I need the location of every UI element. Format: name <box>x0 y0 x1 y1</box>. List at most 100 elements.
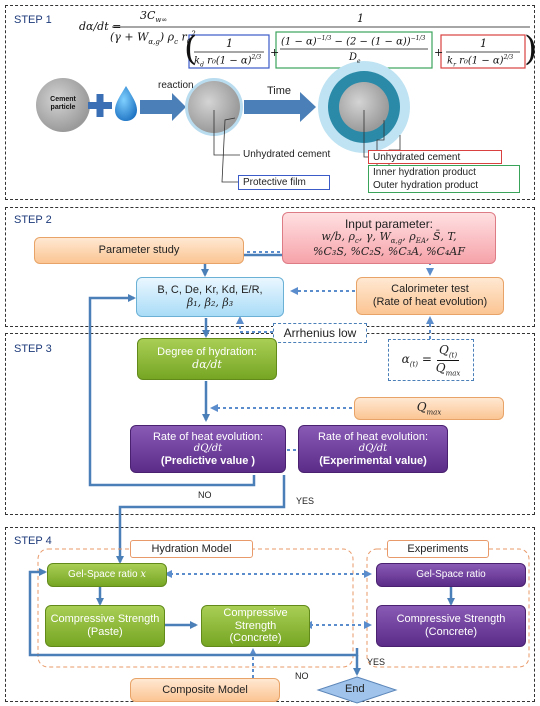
term3-den-k: k <box>447 55 454 67</box>
alpha-lhs-text: α <box>401 351 410 366</box>
input-parameter-box: Input parameter: w/b, ρc, γ, Wα,g, ρEA, … <box>282 212 496 264</box>
params-line2: β₁, β₂, β₃ <box>186 296 234 309</box>
gel-space-model-label: Gel-Space ratio <box>68 569 138 581</box>
hydration-model-label-box: Hydration Model <box>130 540 253 558</box>
step4-no-label: NO <box>295 671 309 681</box>
compressive-concrete-box: Compressive Strength (Concrete) <box>201 605 310 647</box>
arrhenius-label: Arrhenius low <box>283 326 357 340</box>
time-label: Time <box>267 85 292 97</box>
exp-line1: Rate of heat evolution: <box>317 430 429 443</box>
params-line1: B, C, De, Kr, Kd, E/R, <box>157 284 263 297</box>
end-label: End <box>345 683 365 695</box>
term3-den-rest: r₀(1 − α) <box>455 55 504 67</box>
inner-product-label: Inner hydration product <box>373 167 476 178</box>
step3-label: STEP 3 <box>14 343 52 355</box>
rate-experimental-box: Rate of heat evolution: dQ/dt (Experimen… <box>298 425 448 473</box>
exp-line3: (Experimental value) <box>319 454 427 467</box>
eq-num: 3Cw∞ <box>140 9 167 24</box>
experiments-label-box: Experiments <box>387 540 489 558</box>
time-arrow <box>244 92 316 122</box>
eq-den-b: ) ρ <box>159 30 175 44</box>
paste-line2: (Paste) <box>87 626 123 638</box>
parameter-study-label: Parameter study <box>98 244 180 257</box>
exp-concrete-line1: Compressive Strength <box>396 613 506 626</box>
step1-frame <box>5 5 535 200</box>
unhydrated-cement-right-box: Unhydrated cement <box>368 150 502 164</box>
eq-num-text: 3C <box>140 9 156 22</box>
eq-lhs: dα/dt = <box>79 20 122 33</box>
step4-yes-label: YES <box>367 657 386 667</box>
eq-den-c: r <box>178 30 187 44</box>
alpha-formula-box: α(t) = Q(t) Qmax <box>388 339 474 381</box>
input-title: Input parameter: <box>344 216 434 231</box>
alpha-lhs: α(t) = <box>401 351 436 369</box>
cement-particle-circle <box>36 78 90 132</box>
compressive-paste-box: Compressive Strength (Paste) <box>45 605 165 647</box>
step3-no-label: NO <box>198 490 212 500</box>
unhydrated-cement-right-label: Unhydrated cement <box>373 151 461 163</box>
gel-space-exp-label: Gel-Space ratio <box>416 569 486 581</box>
term1-den-k: k <box>194 55 201 67</box>
calorimeter-line2: (Rate of heat evolution) <box>372 296 488 308</box>
pred-line3: (Predictive value ) <box>160 454 256 467</box>
pred-line1: Rate of heat evolution: <box>152 430 264 443</box>
step1-label: STEP 1 <box>14 14 52 26</box>
reaction-arrow <box>140 93 186 121</box>
eq-den: (γ + Wα,g) ρc r02 <box>110 30 196 46</box>
term3-box <box>440 34 526 69</box>
pred-line2: dQ/dt <box>193 443 223 455</box>
dot-arrhenius <box>236 316 273 333</box>
alpha-num: Q(t) <box>436 343 460 361</box>
concrete-line1: Compressive Strength <box>223 607 288 632</box>
arrow-no-loop-step4 <box>28 568 359 657</box>
degree-line2: dα/dt <box>192 358 222 371</box>
gel-space-model-var: x <box>140 569 146 581</box>
alpha-den-text: Q <box>435 360 446 375</box>
calorimeter-line1: Calorimeter test <box>391 283 469 296</box>
step3-frame <box>5 333 535 515</box>
gel-space-model-box: Gel-Space ratio x <box>47 563 167 587</box>
paren-close: ) <box>524 29 537 69</box>
term2-num-a: (1 − α) <box>281 36 317 48</box>
plus-v <box>96 94 104 117</box>
term2-den-d: D <box>349 52 358 63</box>
qmax-text: Q <box>416 399 427 414</box>
protective-film-box: Protective film <box>238 175 330 190</box>
input-line2: %C₃S, %C₂S, %C₃A, %C₄AF <box>313 244 465 258</box>
qmax-label: Qmax <box>416 399 442 417</box>
eq-one-main: 1 <box>357 12 364 25</box>
input-line1-text: w/b, ρ <box>321 230 355 244</box>
protective-film-label: Protective film <box>243 177 306 188</box>
parameter-study-box: Parameter study <box>34 237 244 264</box>
step4-label: STEP 4 <box>14 535 52 547</box>
leader-protective-film <box>221 117 240 183</box>
unhydrated-cement-left-label: Unhydrated cement <box>243 149 331 160</box>
alpha-num-text: Q <box>438 343 449 358</box>
term2-num: (1 − α)−1/3 − (2 − (1 − α))−1/3 <box>281 35 426 48</box>
step2-label: STEP 2 <box>14 214 52 226</box>
term2-num-b: − (2 − (1 − α)) <box>331 36 411 48</box>
plus-2: + <box>434 46 443 59</box>
arrhenius-box: Arrhenius low <box>273 323 367 343</box>
reaction-label: reaction <box>158 80 194 91</box>
alpha-den: Qmax <box>435 360 461 377</box>
gel-space-exp-box: Gel-Space ratio <box>376 563 526 587</box>
exp-line2: dQ/dt <box>358 443 388 455</box>
paren-open: ( <box>184 29 197 69</box>
hydration-products-box: Inner hydration product Outer hydration … <box>368 165 520 193</box>
composite-model-box: Composite Model <box>130 678 280 702</box>
degree-hydration-box: Degree of hydration: dα/dt <box>137 338 277 380</box>
paste-line1: Compressive Strength <box>50 613 160 626</box>
qmax-box: Qmax <box>354 397 504 420</box>
term3-den: kr r₀(1 − α)2/3 <box>447 54 514 69</box>
water-drop-icon <box>115 86 137 121</box>
compressive-exp-concrete-box: Compressive Strength (Concrete) <box>376 605 526 647</box>
term1-num: 1 <box>226 37 233 50</box>
step2-frame <box>5 207 535 327</box>
model-parameters-box: B, C, De, Kr, Kd, E/R, β₁, β₂, β₃ <box>136 277 284 317</box>
calorimeter-test-box: Calorimeter test (Rate of heat evolution… <box>356 277 504 315</box>
concrete-line2: (Concrete) <box>229 632 282 645</box>
end-diamond <box>316 676 398 704</box>
